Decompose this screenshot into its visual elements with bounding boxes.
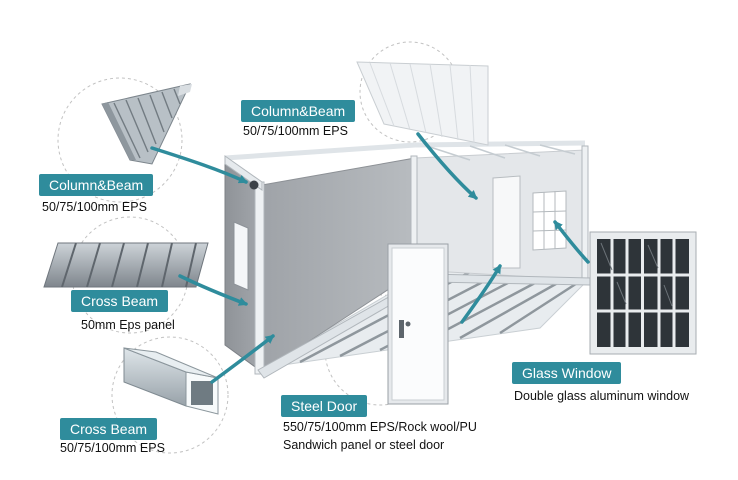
- square-tube-image: [123, 347, 219, 415]
- glass-window-desc: Double glass aluminum window: [514, 389, 690, 403]
- arrow-cross-beam-tube: [210, 334, 275, 384]
- back-window-frame: [532, 190, 567, 251]
- column-beam-panel-image: [101, 83, 192, 165]
- steel-door-image: [387, 243, 449, 405]
- arrow-column-beam-top: [416, 132, 478, 200]
- pointer-arrows: [150, 132, 590, 384]
- glass-window-title: Glass Window: [512, 362, 622, 384]
- steel-door-desc-line2: Sandwich panel or steel door: [283, 438, 445, 452]
- glass-window-image: [589, 231, 697, 355]
- arrow-column-beam-left: [150, 146, 248, 184]
- steel-door-title: Steel Door: [281, 395, 368, 417]
- end-window: [233, 221, 249, 291]
- cross-beam-tube-desc: 50/75/100mm EPS: [60, 441, 165, 455]
- zoom-circle-cross-beam-tube: [111, 336, 229, 454]
- roof-panel-image: [356, 61, 489, 146]
- cross-beam-tube-title: Cross Beam: [60, 418, 158, 440]
- cross-beam-panel-desc: 50mm Eps panel: [81, 318, 175, 332]
- arrow-steel-door: [460, 264, 502, 324]
- arrow-cross-beam-panel: [178, 274, 248, 306]
- corrugated-panel-image: [43, 242, 209, 288]
- column-beam-top-title: Column&Beam: [241, 100, 356, 122]
- arrow-glass-window: [553, 220, 590, 264]
- back-door: [492, 175, 521, 269]
- column-beam-left-title: Column&Beam: [39, 174, 154, 196]
- corner-fitting: [249, 180, 259, 190]
- column-beam-top-desc: 50/75/100mm EPS: [243, 124, 348, 138]
- zoom-circle-column-beam-left: [57, 77, 183, 203]
- column-beam-left-desc: 50/75/100mm EPS: [42, 200, 147, 214]
- cross-beam-panel-title: Cross Beam: [71, 290, 169, 312]
- steel-door-desc-line1: 550/75/100mm EPS/Rock wool/PU: [283, 420, 477, 434]
